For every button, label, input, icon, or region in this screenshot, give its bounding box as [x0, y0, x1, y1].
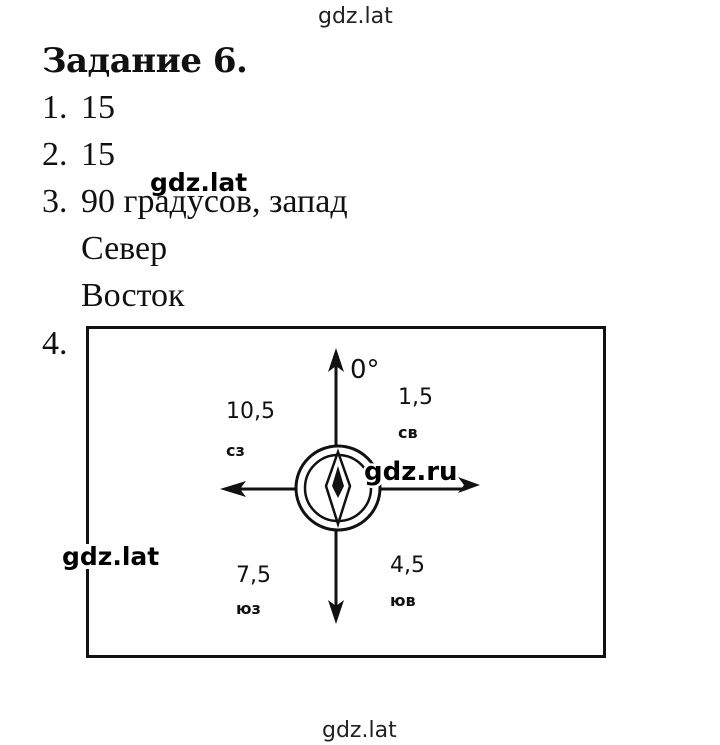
answer-line-north: Север [81, 230, 168, 267]
ne-value: 1,5 [398, 385, 433, 410]
compass-svg: 0° 10,5 сз 1,5 св 7,5 юз 4,5 юв gdz.ru [86, 326, 606, 658]
se-direction: юв [390, 591, 416, 610]
answer-item-1: 1.15 [42, 91, 115, 125]
item-text: 15 [81, 136, 115, 173]
task-title: Задание 6. [42, 41, 248, 81]
sw-direction: юз [236, 599, 261, 618]
sw-value: 7,5 [236, 563, 271, 588]
ne-direction: св [398, 423, 418, 442]
item-number: 1. [42, 89, 68, 126]
compass-diagram: 0° 10,5 сз 1,5 св 7,5 юз 4,5 юв gdz.ru [86, 326, 606, 658]
arrow-east-icon [458, 477, 480, 493]
item-number: 3. [42, 183, 68, 220]
nw-direction: сз [226, 441, 245, 460]
watermark-bottom: gdz.lat [322, 718, 397, 743]
watermark-diagram: gdz.ru [364, 457, 458, 487]
se-value: 4,5 [390, 553, 425, 578]
answer-line-east: Восток [81, 277, 185, 314]
nw-value: 10,5 [226, 399, 275, 424]
watermark-middle: gdz.lat [149, 168, 249, 197]
watermark-top: gdz.lat [318, 4, 393, 29]
compass-needle-core-icon [332, 466, 344, 498]
arrow-west-icon [220, 481, 246, 497]
diagram-frame [86, 326, 606, 658]
north-label: 0° [350, 355, 380, 385]
answer-item-2: 2.15 [42, 138, 115, 172]
item-text: 15 [81, 89, 115, 126]
answer-item-4-number: 4. [42, 325, 68, 362]
arrow-south-icon [328, 600, 344, 624]
watermark-left: gdz.lat [61, 542, 161, 571]
arrow-north-icon [328, 348, 344, 372]
item-number: 2. [42, 136, 68, 173]
